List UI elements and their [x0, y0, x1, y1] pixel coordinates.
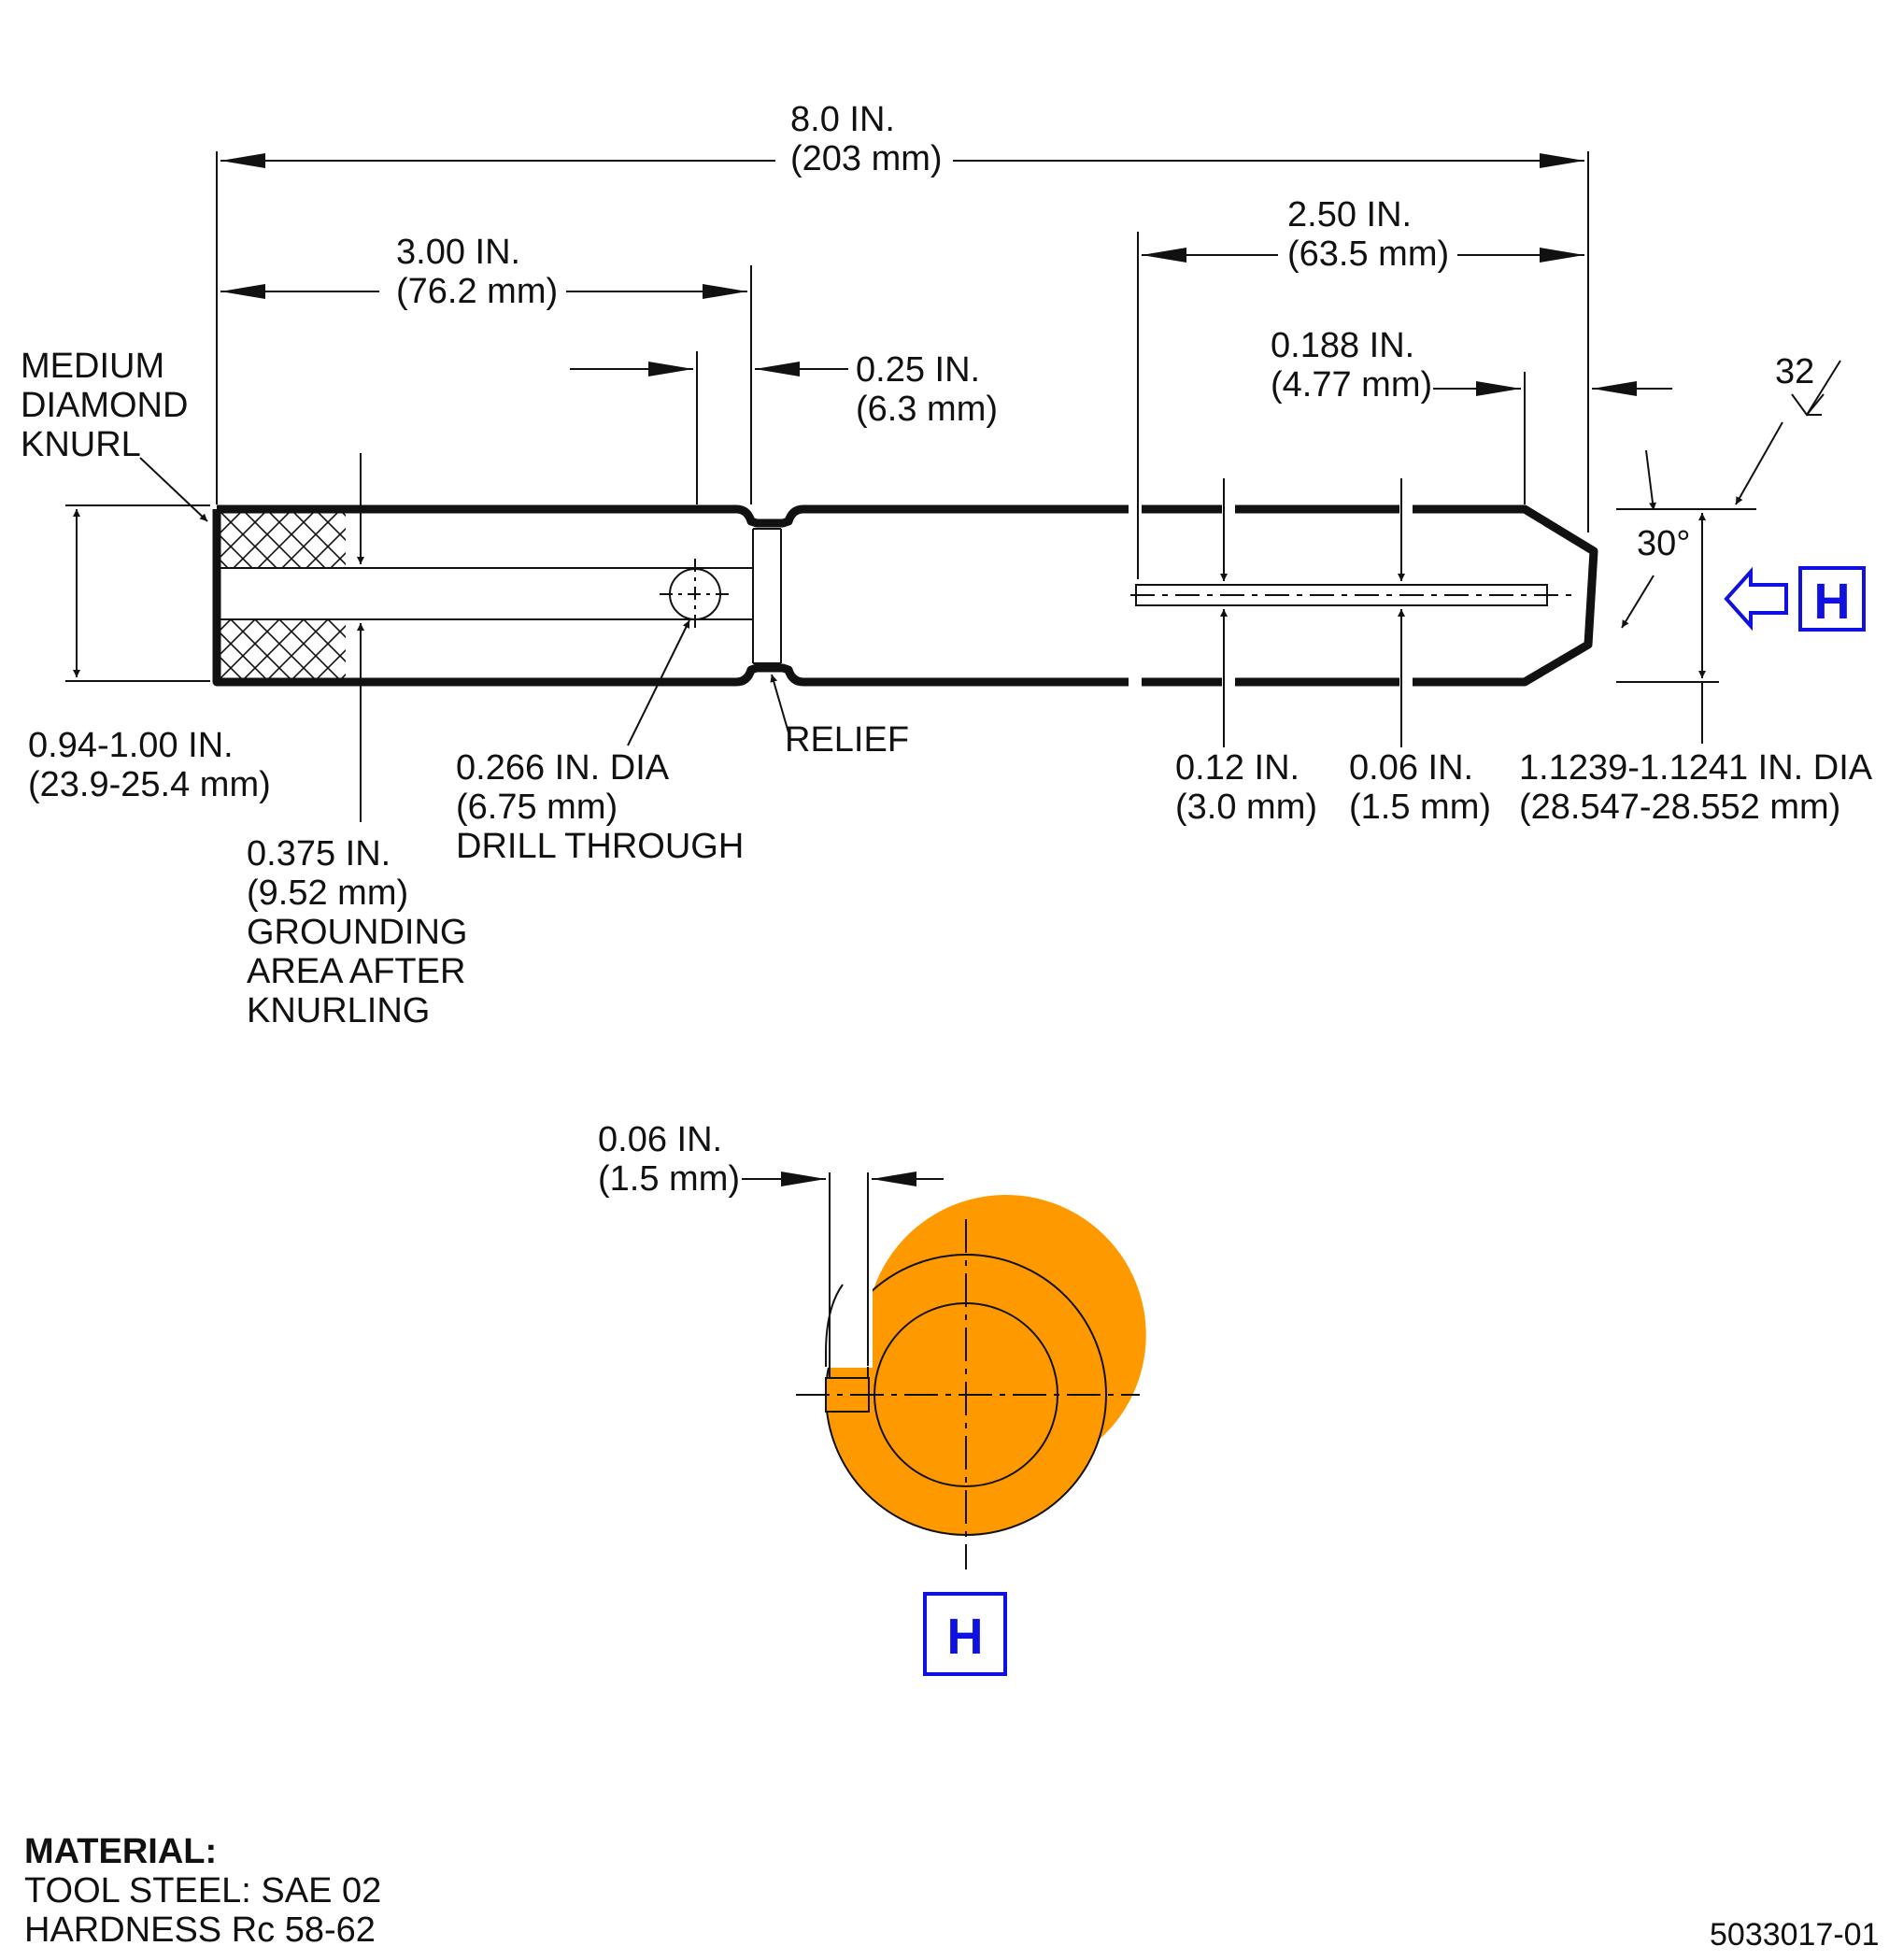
relief-groove — [752, 528, 782, 664]
knurl-hatch-top — [217, 509, 346, 568]
drill-3: DRILL THROUGH — [456, 827, 744, 866]
slot-width-in: 0.12 IN. — [1175, 748, 1300, 788]
knurl-length-mm: (76.2 mm) — [396, 272, 558, 311]
end-slot-width-in: 0.06 IN. — [598, 1120, 722, 1159]
slot-length-in: 2.50 IN. — [1287, 195, 1412, 234]
knurl-dia-in: 0.94-1.00 IN. — [28, 726, 234, 765]
surface-finish-value: 32 — [1775, 352, 1814, 391]
ground-area-4: AREA AFTER — [247, 952, 465, 991]
knurl-dia-mm: (23.9-25.4 mm) — [28, 765, 271, 804]
datum-label-end: H — [947, 1609, 984, 1665]
ground-area-1: 0.375 IN. — [247, 834, 391, 873]
ground-area-band — [220, 567, 753, 620]
relief-width-mm: (6.3 mm) — [856, 390, 998, 429]
material-line-1: TOOL STEEL: SAE 02 — [24, 1871, 381, 1910]
knurl-note-3: KNURL — [21, 425, 141, 464]
drill-2: (6.75 mm) — [456, 788, 618, 827]
datum-label-side: H — [1814, 574, 1851, 630]
chamfer-angle: 30° — [1637, 524, 1690, 563]
slot-depth-in: 0.06 IN. — [1349, 748, 1473, 788]
knurl-note-1: MEDIUM — [21, 347, 164, 386]
knurl-note-2: DIAMOND — [21, 386, 188, 425]
ground-area-3: GROUNDING — [247, 913, 467, 952]
end-offset-in: 0.188 IN. — [1271, 326, 1414, 365]
labels: 8.0 IN. (203 mm) 3.00 IN. (76.2 mm) 0.25… — [21, 100, 1880, 1953]
overall-length-mm: (203 mm) — [790, 139, 943, 178]
side-view — [212, 504, 1598, 687]
ground-area-2: (9.52 mm) — [247, 873, 408, 913]
end-view: H — [742, 1172, 1146, 1676]
slot-length-mm: (63.5 mm) — [1287, 234, 1449, 274]
drawing-number: 5033017-01 — [1710, 1917, 1880, 1953]
slot-width-mm: (3.0 mm) — [1175, 788, 1317, 827]
material-heading: MATERIAL: — [24, 1832, 217, 1871]
dimension-lines — [65, 151, 1841, 822]
end-offset-mm: (4.77 mm) — [1271, 365, 1432, 405]
relief-width-in: 0.25 IN. — [856, 350, 980, 390]
material-line-2: HARDNESS Rc 58-62 — [24, 1910, 376, 1950]
knurl-length-in: 3.00 IN. — [396, 233, 520, 272]
slot-depth-mm: (1.5 mm) — [1349, 788, 1491, 827]
overall-length-in: 8.0 IN. — [790, 100, 895, 139]
shank-dia-in: 1.1239-1.1241 IN. DIA — [1519, 748, 1873, 788]
drill-1: 0.266 IN. DIA — [456, 748, 670, 788]
shaft-outline — [212, 504, 1598, 687]
shank-dia-mm: (28.547-28.552 mm) — [1519, 788, 1840, 827]
end-slot-width-mm: (1.5 mm) — [598, 1159, 740, 1199]
slot — [1130, 584, 1579, 606]
datum-arrow: H — [1724, 566, 1866, 632]
ground-area-5: KNURLING — [247, 991, 430, 1030]
knurl-hatch-bottom — [217, 619, 346, 681]
relief-label: RELIEF — [785, 720, 909, 760]
drill-hole-symbol — [660, 559, 731, 630]
